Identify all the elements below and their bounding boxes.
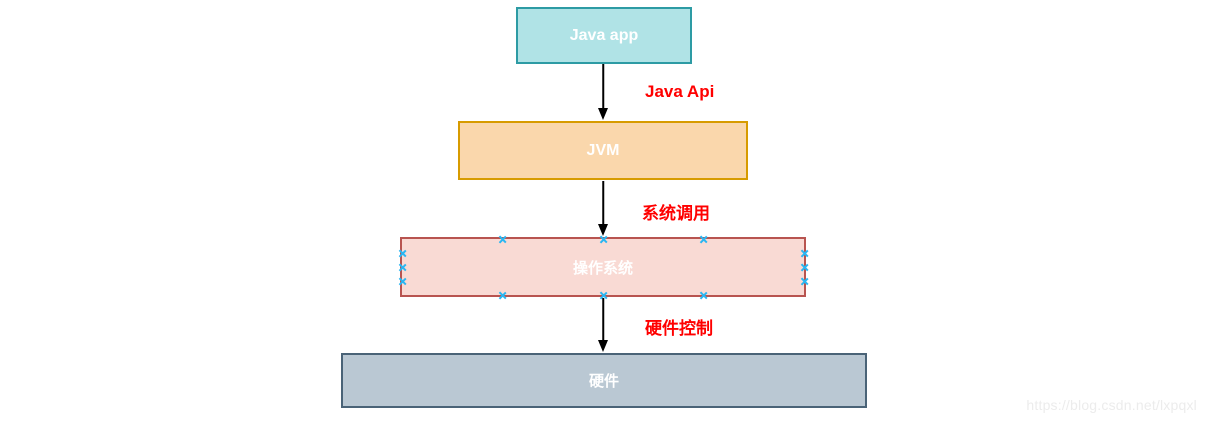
edge-label-syscall[interactable]: 系统调用 (642, 204, 710, 223)
connection-point-icon[interactable] (498, 235, 507, 244)
node-java-app[interactable]: Java app (516, 7, 692, 64)
edge-label-java-api[interactable]: Java Api (645, 82, 715, 101)
arrowhead-down-icon (598, 224, 608, 236)
connection-point-icon[interactable] (398, 277, 407, 286)
arrowhead-down-icon (598, 340, 608, 352)
connection-point-icon[interactable] (699, 291, 708, 300)
connection-point-icon[interactable] (800, 263, 809, 272)
edge-os-to-hardware[interactable] (596, 298, 610, 352)
node-jvm[interactable]: JVM (458, 121, 748, 180)
arrowhead-down-icon (598, 108, 608, 120)
edge-jvm-to-os[interactable] (596, 181, 610, 236)
edge-line (602, 181, 604, 226)
node-hardware-label: 硬件 (588, 373, 619, 390)
connection-point-icon[interactable] (398, 249, 407, 258)
node-hardware[interactable]: 硬件 (341, 353, 867, 408)
edge-java-app-to-jvm[interactable] (596, 64, 610, 120)
node-os-label: 操作系统 (572, 259, 633, 277)
node-os[interactable]: 操作系统 (400, 237, 806, 297)
connection-point-icon[interactable] (699, 235, 708, 244)
connection-point-icon[interactable] (800, 249, 809, 258)
edge-label-hardware-control[interactable]: 硬件控制 (645, 319, 713, 338)
watermark-url: https://blog.csdn.net/lxpqxl (1026, 397, 1197, 413)
connection-point-icon[interactable] (800, 277, 809, 286)
node-java-app-label: Java app (569, 26, 639, 44)
edge-line (602, 64, 604, 110)
node-jvm-label: JVM (586, 141, 620, 159)
connection-point-icon[interactable] (398, 263, 407, 272)
edge-line (602, 298, 604, 342)
connection-point-icon[interactable] (498, 291, 507, 300)
